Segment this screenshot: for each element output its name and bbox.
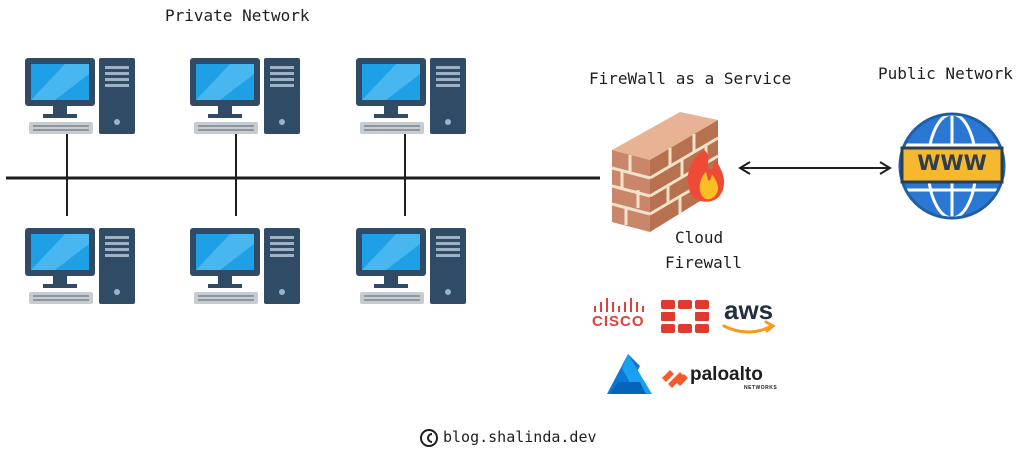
cloud-firewall-label-line1: Cloud — [675, 228, 724, 247]
firewall-icon — [611, 112, 725, 232]
connection-arrow — [738, 161, 892, 175]
paloalto-logo-mark — [662, 370, 688, 388]
public-network-label: Public Network — [878, 64, 1013, 83]
fortinet-logo — [661, 300, 709, 333]
cisco-wordmark: CISCO — [592, 313, 645, 330]
globe-icon — [898, 112, 1006, 220]
copyright-icon — [420, 429, 438, 447]
computer-icon — [25, 58, 135, 134]
cisco-logo — [594, 298, 644, 312]
paloalto-networks-sub: NETWORKS — [744, 385, 778, 391]
www-banner-text: WWW — [917, 151, 987, 175]
computer-icon — [190, 58, 300, 134]
azure-logo — [607, 354, 652, 394]
paloalto-wordmark: paloalto — [690, 364, 763, 385]
credit-text: blog.shalinda.dev — [443, 428, 597, 446]
computer-icon — [356, 228, 466, 304]
private-network-label: Private Network — [165, 6, 310, 25]
firewall-service-label: FireWall as a Service — [589, 69, 792, 88]
computer-icon — [190, 228, 300, 304]
computer-icon — [25, 228, 135, 304]
aws-wordmark: aws — [724, 295, 774, 325]
cloud-firewall-label-line2: Firewall — [665, 253, 743, 272]
computer-icon — [356, 58, 466, 134]
aws-smile-icon — [722, 324, 774, 334]
